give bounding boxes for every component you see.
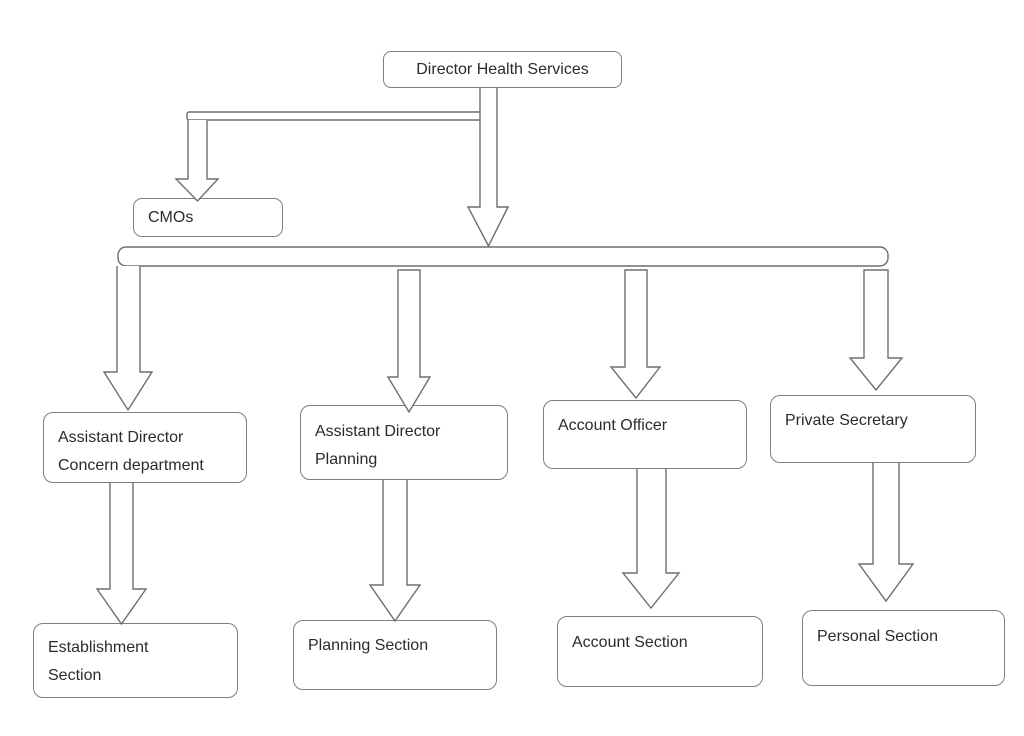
arrow-to-cmos-icon — [174, 120, 220, 203]
node-label-line2: Concern department — [58, 457, 204, 474]
node-label-line1: Establishment — [48, 639, 149, 656]
node-label: Personal Section — [817, 628, 938, 645]
connector-bar-top-left — [186, 111, 482, 121]
node-account-officer: Account Officer — [543, 400, 747, 469]
node-label: Account Officer — [558, 417, 668, 434]
arrow-to-account-section-icon — [621, 469, 681, 610]
node-label: Director Health Services — [416, 60, 589, 78]
node-label: Planning Section — [308, 637, 429, 654]
node-label: CMOs — [148, 208, 194, 226]
arrow-to-personal-section-icon — [857, 463, 915, 603]
arrow-to-account-officer-icon — [609, 269, 662, 400]
node-director-health-services: Director Health Services — [383, 51, 622, 88]
node-label-line1: Assistant Director — [58, 429, 184, 446]
node-assistant-director-concern-department: Assistant Director Concern department — [43, 412, 247, 483]
node-private-secretary: Private Secretary — [770, 395, 976, 463]
node-assistant-director-planning: Assistant Director Planning — [300, 405, 508, 480]
arrow-to-private-secretary-icon — [848, 269, 904, 392]
node-label-line1: Assistant Director — [315, 423, 441, 440]
node-label: Private Secretary — [785, 412, 908, 429]
arrow-to-planning-section-icon — [368, 480, 422, 623]
node-label-line2: Section — [48, 667, 102, 684]
connector-bar-main — [117, 246, 889, 267]
node-account-section: Account Section — [557, 616, 763, 687]
arrow-to-ad-planning-icon — [386, 269, 432, 414]
node-establishment-section: Establishment Section — [33, 623, 238, 698]
arrow-director-to-bar-icon — [466, 88, 510, 248]
arrow-to-establishment-icon — [95, 483, 148, 626]
node-planning-section: Planning Section — [293, 620, 497, 690]
node-label-line2: Planning — [315, 451, 378, 468]
node-cmos: CMOs — [133, 198, 283, 237]
node-label: Account Section — [572, 634, 688, 651]
node-personal-section: Personal Section — [802, 610, 1005, 686]
arrow-to-ad-concern-icon — [102, 266, 154, 412]
